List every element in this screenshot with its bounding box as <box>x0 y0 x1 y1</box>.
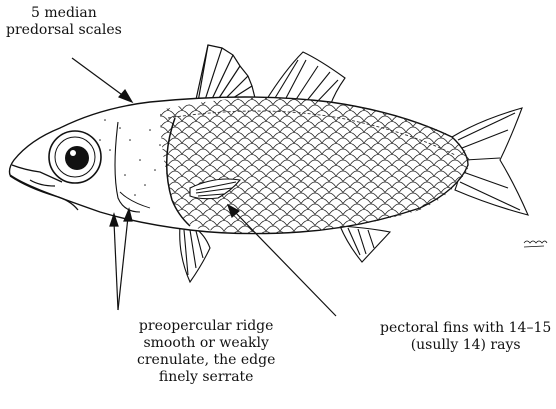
label-line: (usully 14) rays <box>380 337 551 354</box>
eye <box>49 131 101 183</box>
label-line: predorsal scales <box>6 22 122 39</box>
label-line: 5 median <box>6 5 122 22</box>
first-dorsal-fin <box>195 45 255 104</box>
anal-fin <box>340 226 390 262</box>
arrow-predorsal <box>72 58 132 102</box>
label-line: pectoral fins with 14–15 <box>380 320 551 337</box>
label-line: crenulate, the edge <box>137 352 275 369</box>
label-line: smooth or weakly <box>137 335 275 352</box>
pectoral-fin-label: pectoral fins with 14–15 (usully 14) ray… <box>380 320 551 354</box>
preopercular-label: preopercular ridge smooth or weakly cren… <box>137 318 275 386</box>
predorsal-scales-label: 5 median predorsal scales <box>6 5 122 39</box>
label-line: finely serrate <box>137 369 275 386</box>
body-scales <box>155 90 475 240</box>
label-line: preopercular ridge <box>137 318 275 335</box>
artist-signature <box>524 241 547 247</box>
arrows-preopercular <box>110 209 132 310</box>
pelvic-fin <box>180 226 210 282</box>
